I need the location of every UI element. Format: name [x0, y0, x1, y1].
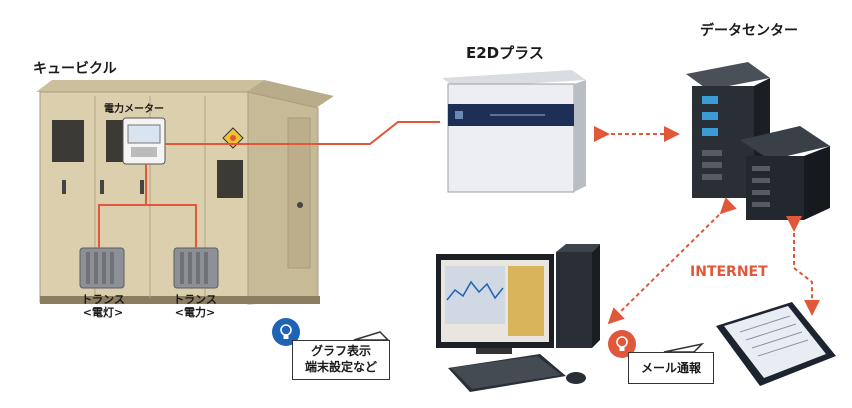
pc-callout: グラフ表示 端末設定など [292, 340, 390, 380]
transformer-power-line2: <電力> [174, 306, 216, 319]
pc-callout-line2: 端末設定など [304, 360, 377, 374]
server-rack [686, 62, 830, 220]
internet-label: INTERNET [690, 264, 768, 280]
cubicle-label: キュービクル [33, 61, 117, 77]
transformer-light-label: トランス <電灯> [80, 293, 126, 319]
mobile-callout-tail [663, 342, 705, 353]
transformer-power-label: トランス <電力> [172, 293, 218, 319]
smartphone [716, 302, 836, 386]
e2d-label: E2Dプラス [466, 44, 544, 62]
transformer-power-box [173, 247, 219, 289]
transformer-light-line1: トランス [81, 293, 125, 306]
transformer-power-line1: トランス [173, 293, 217, 306]
arrow-datacenter-phone [786, 216, 820, 316]
mobile-callout: メール通報 [628, 352, 714, 384]
pc-callout-line1: グラフ表示 [310, 344, 371, 358]
meter-label: 電力メーター [104, 104, 164, 115]
e2d-device [442, 70, 586, 193]
meter-box [122, 117, 166, 165]
datacenter-label: データセンター [700, 23, 798, 39]
transformer-light-box [79, 247, 125, 289]
connection-arrows [594, 126, 820, 325]
desktop-pc [436, 244, 600, 392]
wiring [98, 121, 440, 248]
pc-callout-tail [353, 331, 390, 341]
arrow-datacenter-pc [607, 197, 737, 325]
transformer-light-line2: <電灯> [82, 306, 124, 319]
